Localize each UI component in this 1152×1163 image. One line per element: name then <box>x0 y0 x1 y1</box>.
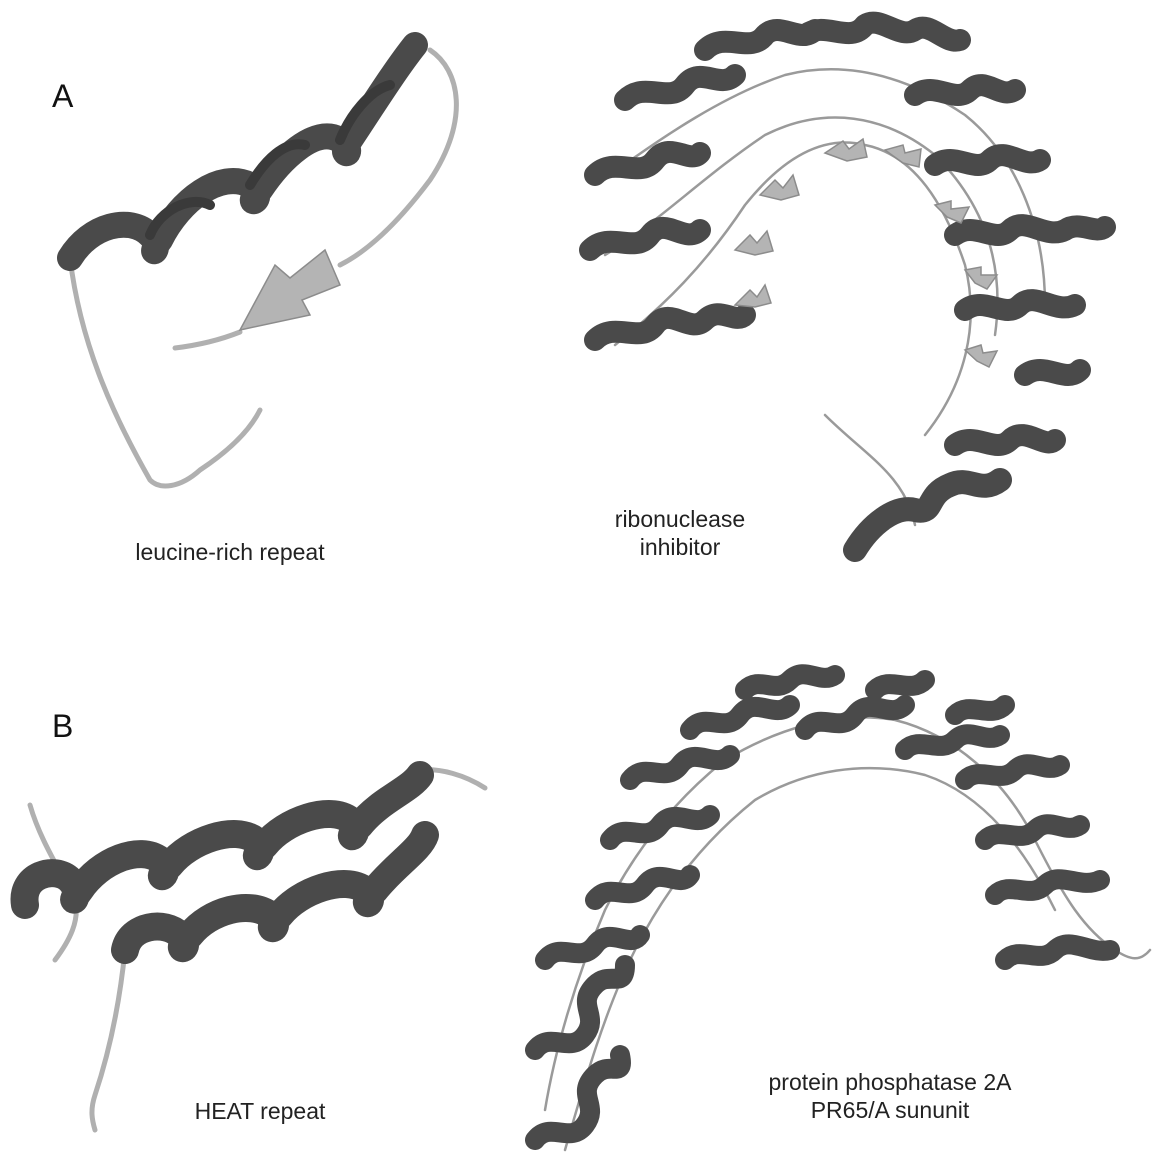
pp2a-pr65-caption-line1: protein phosphatase 2A <box>720 1068 1060 1096</box>
lrr-beta-strand-arrow <box>240 250 340 330</box>
leucine-rich-repeat-structure <box>50 10 530 510</box>
lrr-helix <box>70 45 415 258</box>
ribonuclease-inhibitor-caption-line1: ribonuclease <box>560 505 800 533</box>
heat-repeat-caption: HEAT repeat <box>140 1097 380 1125</box>
leucine-rich-repeat-caption: leucine-rich repeat <box>100 538 360 566</box>
panel-label-b: B <box>52 708 73 745</box>
ribonuclease-inhibitor-structure <box>585 5 1125 565</box>
ri-helices <box>590 23 1105 550</box>
pp2a-pr65-caption-line2: PR65/A sununit <box>720 1096 1060 1124</box>
heat-repeat-structure <box>0 760 490 1140</box>
pp2a-pr65-caption: protein phosphatase 2A PR65/A sununit <box>720 1068 1060 1124</box>
ribonuclease-inhibitor-caption: ribonuclease inhibitor <box>560 505 800 561</box>
ribonuclease-inhibitor-caption-line2: inhibitor <box>560 533 800 561</box>
